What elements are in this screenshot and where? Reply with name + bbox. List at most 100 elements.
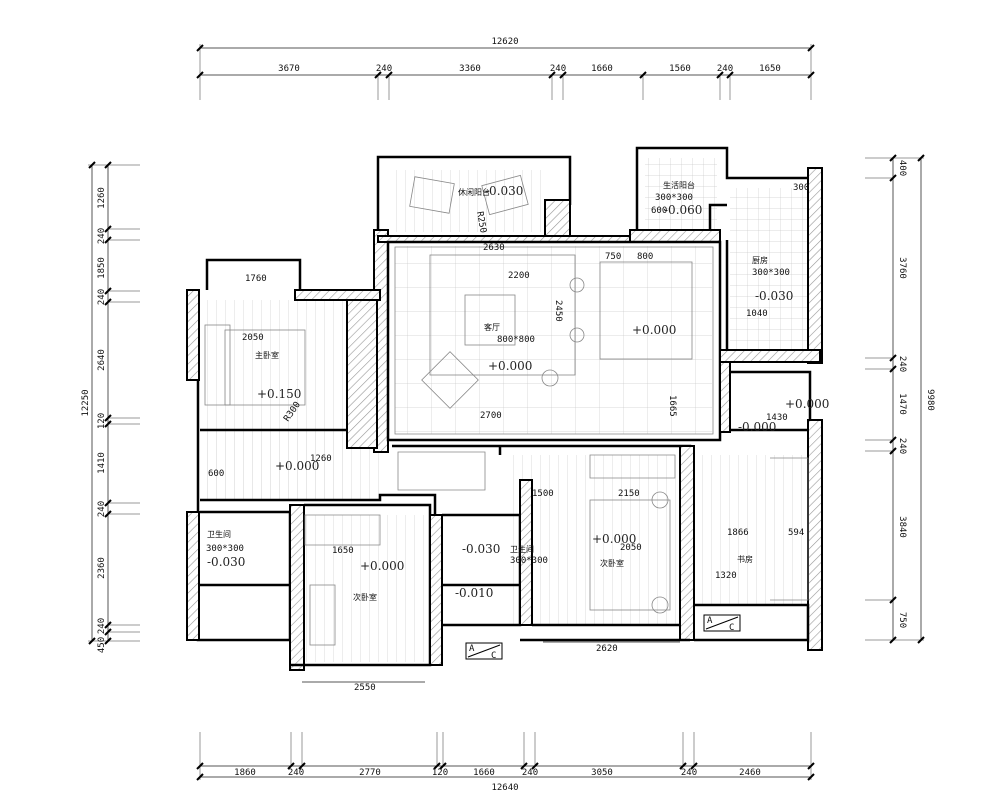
master-bedroom-label: 主卧室 bbox=[255, 350, 279, 360]
dim-living: 2700 bbox=[480, 411, 502, 421]
dining-elev: +0.000 bbox=[632, 323, 676, 337]
bottom-dimensions: 1860 240 2770 120 1660 240 3050 240 2460… bbox=[196, 732, 815, 793]
dim-kitchen: 1040 bbox=[746, 309, 768, 319]
armchair bbox=[421, 351, 479, 409]
bath2-label: 卫生间 bbox=[510, 544, 534, 554]
svg-text:C: C bbox=[729, 623, 734, 633]
dim-label: 3050 bbox=[591, 768, 613, 778]
svg-text:A: A bbox=[469, 644, 475, 654]
leisure-balcony-label: 休闲阳台 bbox=[458, 187, 490, 197]
dim-label: 240 bbox=[550, 64, 566, 74]
bath1-tile: 300*300 bbox=[206, 544, 244, 554]
corridor-elev: +0.000 bbox=[275, 459, 319, 473]
dim-label: 3360 bbox=[459, 64, 481, 74]
dim-living: 2450 bbox=[553, 300, 563, 322]
dim-label: 240 bbox=[897, 438, 907, 454]
lounge-chair bbox=[481, 174, 529, 216]
ac-unit-markers: A C A C bbox=[465, 614, 741, 661]
dim-label: 1850 bbox=[97, 257, 107, 279]
dim-living: 800 bbox=[637, 252, 653, 262]
bedroom3-elev: +0.000 bbox=[592, 532, 636, 546]
right-dimensions: 400 3760 240 1470 240 3840 750 9980 bbox=[865, 154, 935, 644]
dim-master: 1760 bbox=[245, 274, 267, 284]
master-bed-headboard bbox=[204, 324, 231, 406]
leisure-balcony-elev: -0.030 bbox=[485, 184, 523, 198]
bath2-tile: 300*300 bbox=[510, 556, 548, 566]
dim-label: 240 bbox=[681, 768, 697, 778]
dim-living: 750 bbox=[605, 252, 621, 262]
dim-label: 240 bbox=[376, 64, 392, 74]
room-labels: 客厅 800*800 +0.000 +0.000 2630 2200 2450 … bbox=[206, 180, 829, 693]
dim-bedroom2: 2550 bbox=[354, 683, 376, 693]
dim-bedroom3: 2050 bbox=[620, 543, 642, 553]
dim-bedroom2: 1650 bbox=[332, 546, 354, 556]
dim-label: 1660 bbox=[591, 64, 613, 74]
bath1-label: 卫生间 bbox=[207, 529, 231, 539]
furniture bbox=[204, 174, 693, 646]
bedroom2-elev: +0.000 bbox=[360, 559, 404, 573]
dim-label: 240 bbox=[97, 501, 107, 517]
ac-unit: A C bbox=[465, 642, 503, 661]
left-dimensions: 12250 1260 240 1850 240 2640 120 1410 24… bbox=[81, 161, 140, 653]
dim-label: 2460 bbox=[739, 768, 761, 778]
dim-service-balcony: 600 bbox=[651, 206, 667, 216]
dim-label: 1260 bbox=[97, 187, 107, 209]
bath2-elev2: -0.010 bbox=[455, 586, 493, 600]
dim-corridor: 600 bbox=[208, 469, 224, 479]
living-room-label: 客厅 bbox=[484, 322, 500, 332]
dim-study: 1320 bbox=[715, 571, 737, 581]
dim-label: 3670 bbox=[278, 64, 300, 74]
floor-finishes bbox=[202, 158, 808, 662]
dim-living: 2630 bbox=[483, 243, 505, 253]
dim-bottom-total: 12640 bbox=[491, 783, 518, 793]
dim-label: 1410 bbox=[97, 452, 107, 474]
bath3-elev: +0.000 bbox=[785, 397, 829, 411]
dim-living: 1665 bbox=[667, 395, 677, 417]
ac-unit: A C bbox=[703, 614, 741, 633]
dim-label: 120 bbox=[432, 768, 448, 778]
dim-label: 2770 bbox=[359, 768, 381, 778]
dim-balcony: R250 bbox=[474, 211, 488, 234]
dim-label: 1660 bbox=[473, 768, 495, 778]
dim-label: 1560 bbox=[669, 64, 691, 74]
bedroom2-label: 次卧室 bbox=[353, 592, 377, 602]
dim-bedroom3: 2150 bbox=[618, 489, 640, 499]
sofa bbox=[429, 254, 576, 376]
kitchen-label: 厨房 bbox=[752, 255, 768, 265]
lounge-chair bbox=[409, 176, 455, 214]
dim-master: 2050 bbox=[242, 333, 264, 343]
dim-kitchen: 300 bbox=[793, 183, 809, 193]
dim-label: 2360 bbox=[97, 557, 107, 579]
dim-label: 750 bbox=[897, 612, 907, 628]
dim-bath3: 1430 bbox=[766, 413, 788, 423]
service-balcony-tile: 300*300 bbox=[655, 193, 693, 203]
dim-label: 240 bbox=[522, 768, 538, 778]
master-bedroom-elev: +0.150 bbox=[257, 387, 301, 401]
service-balcony-elev: -0.060 bbox=[664, 203, 702, 217]
dim-study: 1866 bbox=[727, 528, 749, 538]
dim-label: 2640 bbox=[97, 349, 107, 371]
bedroom3-label: 次卧室 bbox=[600, 558, 624, 568]
walls bbox=[186, 146, 823, 671]
bath3-threshold-elev: -0.000 bbox=[738, 420, 776, 434]
dim-label: 240 bbox=[97, 618, 107, 634]
service-balcony-label: 生活阳台 bbox=[663, 180, 695, 190]
bath2-elev: -0.030 bbox=[462, 542, 500, 556]
dim-living: 2200 bbox=[508, 271, 530, 281]
dim-label: 120 bbox=[97, 413, 107, 429]
dim-top-total: 12620 bbox=[491, 37, 518, 47]
dim-label: 240 bbox=[97, 289, 107, 305]
dim-label: 240 bbox=[288, 768, 304, 778]
dim-study: 594 bbox=[788, 528, 804, 538]
dim-label: 1470 bbox=[897, 393, 907, 415]
study-label: 书房 bbox=[737, 554, 753, 564]
dim-label: 1650 bbox=[759, 64, 781, 74]
bath1-elev: -0.030 bbox=[207, 555, 245, 569]
bed2-headboard bbox=[309, 584, 336, 646]
kitchen-tile: 300*300 bbox=[752, 268, 790, 278]
dim-label: 450 bbox=[97, 637, 107, 653]
living-room-tile: 800*800 bbox=[497, 335, 535, 345]
svg-text:C: C bbox=[491, 651, 496, 661]
dim-label: 3760 bbox=[897, 257, 907, 279]
